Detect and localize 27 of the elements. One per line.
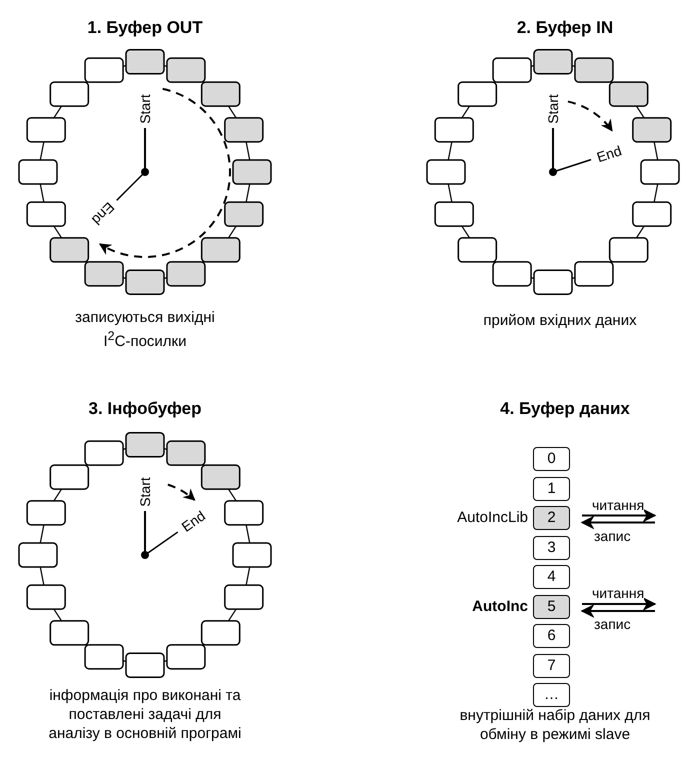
buffer-cell: 0 [533,447,570,471]
buffer-cell: 1 [533,476,570,500]
buffer-cell: 7 [533,654,570,678]
pointer-label: End [594,142,624,166]
buffer-cell: 5 [533,594,570,618]
panel-title: 2. Буфер IN [516,18,614,37]
buffer-cell: 2 [533,506,570,530]
pointer-label: Start [545,94,561,124]
panel-title: 1. Буфер OUT [86,18,204,37]
buffer-cell: 4 [533,565,570,589]
caption: внутрішній набір даних для обміну в режимі slave [458,706,652,744]
buffer-cell: 6 [533,624,570,648]
panel-title: 4. Буфер даних [499,399,631,418]
caption: інформація про виконані та поставлені задачі для аналізу в основній програмі [48,686,242,743]
pointer-label: End [178,507,208,535]
pointer-name: AutoIncLib [457,508,528,528]
pointer-label: End [88,199,118,228]
caption: прийом вхідних даних [482,311,638,330]
buffer-cell: … [533,683,570,707]
caption: записуються вихідні I$^{2}$C-посилки [74,308,216,351]
pointer-label: Start [137,477,153,507]
arrow-label: запис [594,528,631,544]
panel-title: 3. Інфобуфер [88,399,202,418]
pointer-label: Start [137,94,153,124]
arrow-label: запис [594,616,631,632]
buffer-cell: 3 [533,536,570,560]
pointer-name: AutoInc [472,596,528,616]
